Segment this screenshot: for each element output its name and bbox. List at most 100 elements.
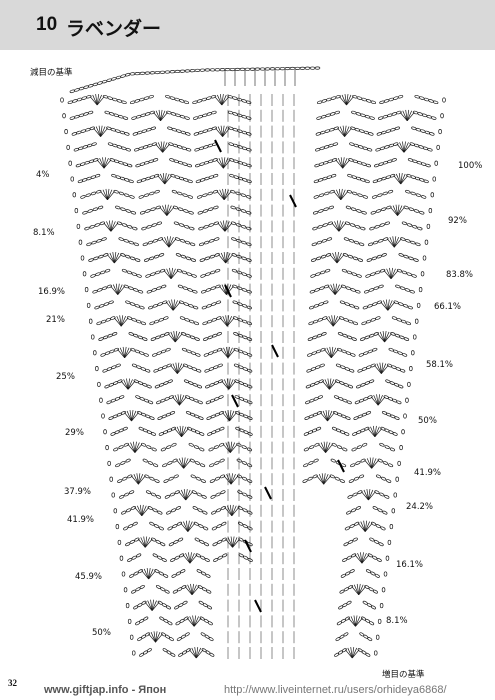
chain-loop bbox=[182, 193, 188, 197]
chain-loop bbox=[163, 316, 169, 320]
chain-loop bbox=[175, 253, 182, 257]
edge-chain bbox=[399, 445, 403, 451]
left-percent-8: 41.9% bbox=[67, 515, 95, 525]
chain-loop bbox=[334, 110, 340, 115]
chain-loop bbox=[369, 226, 375, 231]
edge-chain bbox=[121, 571, 126, 577]
chain-loop bbox=[247, 416, 253, 420]
chain-loop bbox=[246, 242, 252, 247]
chain-loop bbox=[154, 479, 160, 483]
shell-fan bbox=[184, 583, 200, 596]
shell-fan bbox=[361, 489, 376, 501]
chain-loop bbox=[219, 426, 225, 431]
chain-loop bbox=[346, 510, 352, 515]
chain-loop bbox=[372, 555, 378, 560]
chain-loop bbox=[141, 226, 147, 231]
chain-loop bbox=[316, 100, 323, 104]
edge-chain bbox=[109, 476, 113, 482]
chain-loop bbox=[350, 288, 356, 292]
top-chain-arc bbox=[274, 67, 281, 71]
chain-loop bbox=[142, 242, 148, 247]
edge-chain bbox=[117, 539, 122, 545]
chain-loop bbox=[159, 268, 166, 273]
chain-loop bbox=[389, 173, 396, 178]
edge-chain bbox=[407, 381, 411, 387]
chain-loop bbox=[323, 300, 329, 305]
chain-loop bbox=[410, 240, 416, 245]
chain-loop bbox=[217, 555, 223, 560]
chain-loop bbox=[86, 95, 92, 99]
chain-loop bbox=[313, 195, 319, 199]
chain-loop bbox=[346, 189, 353, 194]
chain-loop bbox=[325, 253, 332, 257]
top-chain-arc bbox=[129, 72, 136, 76]
chain-loop bbox=[381, 253, 387, 257]
right-percent-7: 41.9% bbox=[414, 468, 442, 478]
pattern-title: ラベンダー bbox=[66, 18, 162, 40]
chain-loop bbox=[342, 558, 348, 562]
chain-loop bbox=[188, 211, 194, 215]
chain-loop bbox=[246, 353, 253, 357]
chain-loop bbox=[207, 621, 213, 626]
shell-fan bbox=[377, 331, 392, 343]
edge-chain bbox=[66, 144, 70, 150]
chain-loop bbox=[143, 616, 149, 621]
chain-loop bbox=[170, 508, 177, 513]
chain-loop bbox=[372, 506, 378, 510]
chain-loop bbox=[152, 304, 159, 308]
chain-loop bbox=[207, 319, 213, 324]
chain-loop bbox=[163, 573, 169, 578]
chain-loop bbox=[357, 193, 363, 197]
chain-loop bbox=[125, 254, 131, 259]
chain-loop bbox=[339, 300, 346, 305]
top-chain-arc bbox=[149, 71, 156, 75]
decrease-mark bbox=[244, 539, 252, 553]
shell-fan bbox=[390, 204, 405, 216]
chain-loop bbox=[215, 492, 221, 497]
chain-loop bbox=[202, 209, 209, 213]
chain-loop bbox=[408, 207, 414, 211]
edge-chain bbox=[82, 271, 87, 277]
chain-loop bbox=[150, 272, 156, 276]
chain-loop bbox=[401, 319, 407, 324]
chain-loop bbox=[193, 521, 199, 526]
chain-loop bbox=[361, 97, 367, 102]
chain-loop bbox=[246, 211, 252, 215]
chain-loop bbox=[400, 368, 406, 373]
chain-loop bbox=[98, 337, 104, 341]
shell-fan bbox=[380, 299, 396, 311]
chain-loop bbox=[214, 253, 220, 257]
edge-chain bbox=[428, 208, 433, 214]
top-chain-arc bbox=[179, 69, 186, 73]
chain-loop bbox=[221, 537, 227, 542]
shell-fan bbox=[144, 599, 160, 611]
chain-loop bbox=[412, 110, 419, 115]
top-chain-arc bbox=[219, 68, 226, 72]
top-chain-arc bbox=[269, 67, 276, 71]
chain-loop bbox=[149, 416, 155, 420]
chain-loop bbox=[237, 506, 243, 510]
chain-loop bbox=[147, 400, 154, 405]
chain-loop bbox=[168, 395, 174, 399]
chain-loop bbox=[401, 221, 408, 226]
chain-loop bbox=[320, 115, 327, 119]
chain-loop bbox=[100, 270, 106, 275]
decrease-mark bbox=[337, 459, 345, 473]
chain-loop bbox=[331, 426, 338, 431]
chain-loop bbox=[120, 253, 126, 257]
chain-loop bbox=[129, 100, 136, 104]
shell-fan bbox=[364, 457, 379, 469]
chain-loop bbox=[131, 272, 137, 276]
top-chain-arc bbox=[304, 66, 311, 70]
chain-loop bbox=[96, 239, 102, 243]
chain-loop bbox=[118, 445, 124, 449]
chain-loop bbox=[80, 195, 86, 199]
chain-loop bbox=[377, 116, 384, 120]
chain-loop bbox=[132, 521, 138, 526]
chain-loop bbox=[356, 274, 362, 278]
chain-loop bbox=[325, 113, 331, 117]
right-percent-9: 16.1% bbox=[396, 560, 424, 570]
chain-loop bbox=[365, 411, 372, 415]
edge-chain bbox=[442, 97, 446, 103]
chain-loop bbox=[322, 316, 328, 320]
